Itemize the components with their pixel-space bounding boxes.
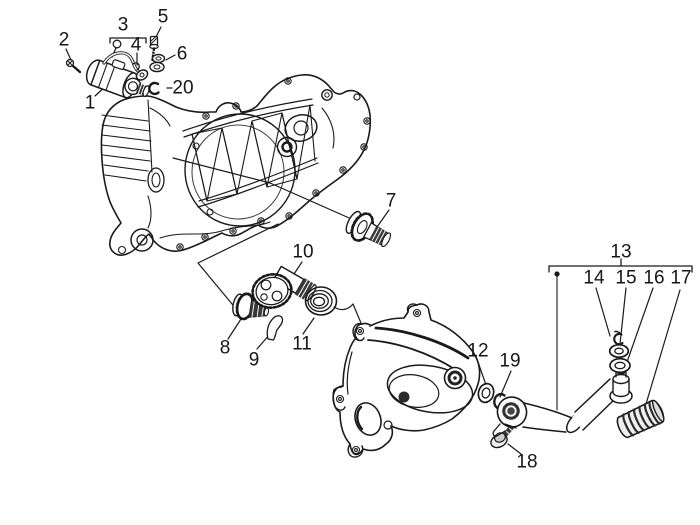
terminal-screw-drawing	[149, 35, 159, 62]
washer-drawing	[477, 382, 495, 404]
callout-6-terminal-washers: 6	[176, 43, 188, 65]
callout-11-return-spring: 11	[292, 333, 312, 355]
kick-start-gear-drawing	[251, 265, 317, 309]
callout-bracket-3	[109, 37, 147, 58]
starter-pinion-gear-drawing	[345, 210, 392, 248]
callout-7-pinion-gear: 7	[385, 190, 397, 212]
spacer-shim-drawing	[266, 315, 284, 341]
pedal-rubber-drawing	[616, 399, 665, 439]
callout-4-cable: 4	[130, 34, 142, 56]
callout-8-idler-gear: 8	[219, 337, 231, 359]
callout-2-mounting-screw: 2	[58, 29, 70, 51]
callout-bracket-13	[548, 258, 693, 411]
mounting-screw-drawing	[65, 58, 82, 74]
callout-13-lever-assembly: 13	[610, 241, 632, 263]
starter-motor-drawing	[85, 59, 150, 99]
callout-5-terminal-screw: 5	[157, 6, 169, 28]
callout-12-washer: 12	[467, 340, 489, 362]
callout-10-kick-gear: 10	[292, 241, 314, 263]
pivot-bolt-drawing	[490, 418, 520, 449]
retaining-clip-drawing	[148, 81, 160, 96]
callout-16-bush: 16	[643, 267, 665, 289]
starter-cable-drawing	[102, 51, 149, 81]
return-spring-drawing	[304, 286, 338, 316]
callout-14-clip: 14	[583, 267, 605, 289]
callout-1-starter-motor: 1	[84, 92, 96, 114]
callout-17-pedal-rubber: 17	[670, 267, 692, 289]
transmission-cover-drawing	[332, 303, 481, 458]
callout-18-pivot-bolt: 18	[516, 451, 538, 473]
callout-3-cable-assembly: 3	[117, 14, 129, 36]
crankcase-drawing	[100, 74, 372, 256]
idler-gear-drawing	[232, 292, 270, 321]
callout-19-circlip: 19	[499, 350, 521, 372]
callout-20-retaining-clip: 20	[172, 77, 194, 99]
kick-lever-drawing	[492, 330, 633, 437]
callout-15-washer: 15	[615, 267, 637, 289]
terminal-washers-drawing	[149, 53, 166, 73]
callout-9-spacer: 9	[248, 349, 260, 371]
